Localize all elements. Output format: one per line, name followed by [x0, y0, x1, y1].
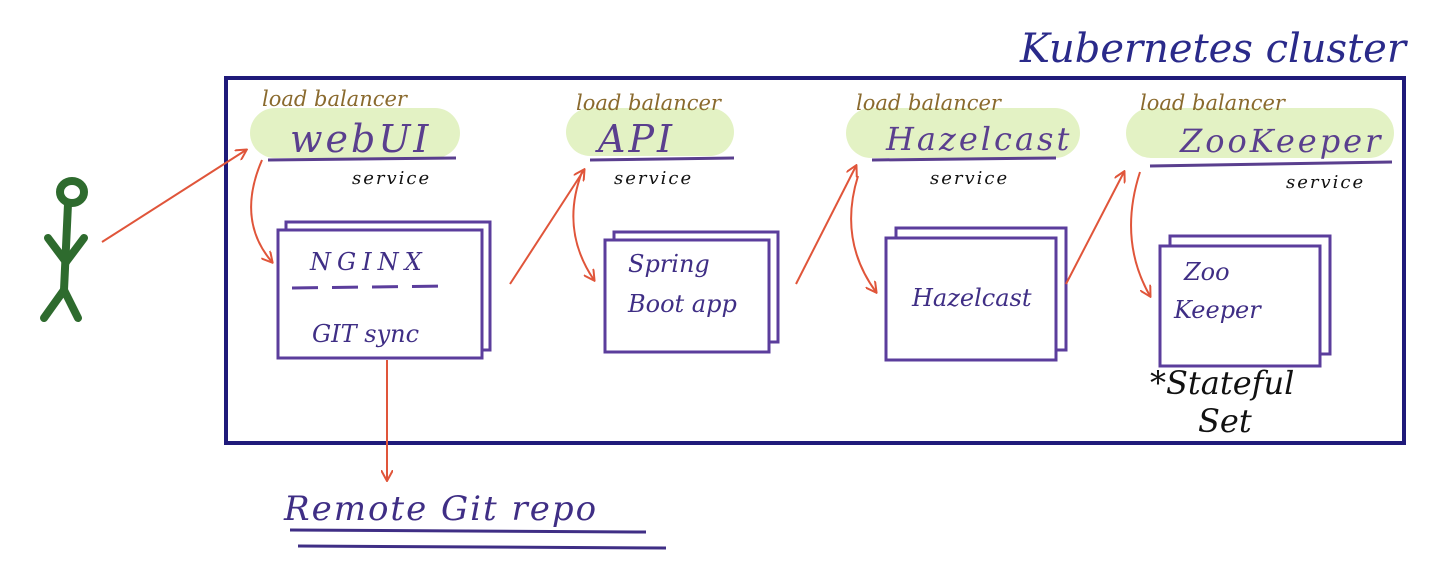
hazelcast-lb-label: load balancer [856, 91, 1003, 115]
nginx-gitsync-pod: NGINX GIT sync [276, 220, 492, 360]
pod-gitsync-label: GIT sync [312, 320, 419, 348]
hazelcast-pod: Hazelcast [884, 226, 1068, 362]
webui-lb-label: load balancer [262, 87, 409, 111]
pod-nginx-label: NGINX [309, 248, 428, 276]
webui-service-name: webUI [290, 117, 431, 161]
zookeeper-highlight [1126, 108, 1394, 158]
remote-git-repo-label: Remote Git repo [283, 489, 598, 529]
zookeeper-svc-to-pod-arrow [1130, 171, 1150, 296]
pod-hazelcast-label: Hazelcast [911, 284, 1032, 312]
zookeeper-service-word: service [1286, 172, 1365, 193]
flow-arrows [101, 150, 1150, 480]
webui-to-nginx-arrow [250, 159, 272, 262]
remote-underline-2 [297, 544, 667, 550]
zookeeper-underline [1149, 160, 1393, 168]
hazelcast-to-zookeeper-arrow [1065, 172, 1124, 285]
api-service-word: service [614, 168, 693, 189]
zookeeper-lb-label: load balancer [1140, 91, 1287, 115]
hazelcast-svc-to-pod-arrow [850, 175, 876, 292]
api-lb-label: load balancer [576, 91, 723, 115]
api-highlight [566, 108, 734, 156]
pod-keeper-label: Keeper [1173, 296, 1262, 324]
pod-bootapp-label: Boot app [627, 290, 737, 318]
pod-spring-label: Spring [628, 250, 710, 278]
nginx-to-api-arrow [509, 170, 584, 285]
user-to-webui-arrow [101, 150, 246, 243]
pod-zoo-label: Zoo [1183, 258, 1230, 286]
hazelcast-highlight [846, 108, 1080, 158]
spring-boot-pod: Spring Boot app [603, 230, 780, 354]
webui-underline [267, 156, 457, 162]
hazelcast-underline [871, 156, 1057, 162]
hazelcast-service-word: service [930, 168, 1009, 189]
zookeeper-service-name: ZooKeeper [1179, 122, 1383, 160]
statefulset-note-line1: *Stateful [1150, 364, 1294, 402]
stick-figure-icon [40, 177, 88, 322]
api-underline [589, 156, 735, 162]
remote-underline-1 [289, 528, 647, 534]
api-service-name: API [595, 117, 675, 161]
zookeeper-pod: Zoo Keeper [1158, 234, 1332, 368]
webui-highlight [250, 108, 460, 158]
cluster-boundary [224, 76, 1406, 445]
spring-to-hazelcast-arrow [795, 166, 856, 285]
hazelcast-service-name: Hazelcast [885, 120, 1072, 158]
api-to-spring-arrow [572, 171, 594, 280]
cluster-title: Kubernetes cluster [1019, 26, 1409, 72]
webui-service-word: service [352, 168, 431, 189]
statefulset-note-line2: Set [1198, 402, 1252, 440]
